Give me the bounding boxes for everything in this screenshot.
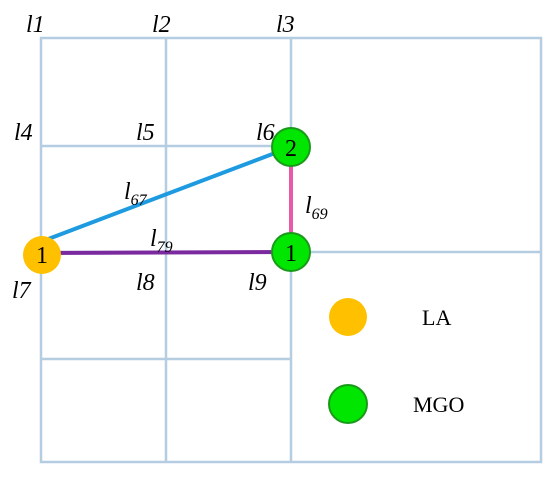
edge-label-l69-base: l: [305, 193, 312, 219]
mgo-node-l9: 1: [271, 232, 311, 272]
orange-circle-icon: [329, 298, 367, 336]
location-label-l6: l6: [256, 120, 275, 146]
edge-label-l79-base: l: [150, 226, 157, 252]
legend: LA MGO: [328, 298, 464, 424]
location-label-l2: l2: [152, 12, 171, 38]
edge-label-l67-sub: 67: [131, 192, 148, 209]
edge-label-l69: l69: [305, 193, 328, 223]
mgo-node-label: 2: [285, 136, 297, 162]
mgo-node-label: 1: [285, 241, 297, 267]
location-label-l8: l8: [136, 270, 155, 296]
la-node-label: 1: [36, 243, 48, 269]
location-label-l1: l1: [26, 12, 45, 38]
edge-label-l79-sub: 79: [157, 239, 173, 256]
location-label-l7: l7: [12, 278, 32, 304]
location-label-l3: l3: [276, 12, 295, 38]
edge-label-l67: l67: [124, 179, 148, 209]
edge-label-l67-base: l: [124, 179, 131, 205]
la-circle-icon: [23, 236, 61, 274]
mgo-circle-icon: [271, 127, 311, 167]
edge-l67: [41, 145, 293, 243]
location-label-l9: l9: [248, 270, 267, 296]
location-labels: l1 l2 l3 l4 l5 l6 l7 l8 l9: [12, 12, 295, 304]
legend-label-mgo: MGO: [413, 392, 464, 417]
green-circle-icon: [328, 384, 368, 424]
edge-label-l69-sub: 69: [312, 206, 328, 223]
legend-item-la: LA: [329, 298, 451, 336]
edge-l79: [41, 250, 293, 255]
edge-label-l79: l79: [150, 226, 173, 256]
location-label-l5: l5: [136, 120, 155, 146]
nodes: 1 2 1: [23, 127, 311, 274]
mgo-node-l6: 2: [271, 127, 311, 167]
location-label-l4: l4: [14, 120, 33, 146]
la-node-l7: 1: [23, 236, 61, 274]
legend-item-mgo: MGO: [328, 384, 464, 424]
legend-label-la: LA: [422, 305, 451, 330]
mgo-circle-icon: [271, 232, 311, 272]
edge-labels: l67 l79 l69: [124, 179, 328, 256]
